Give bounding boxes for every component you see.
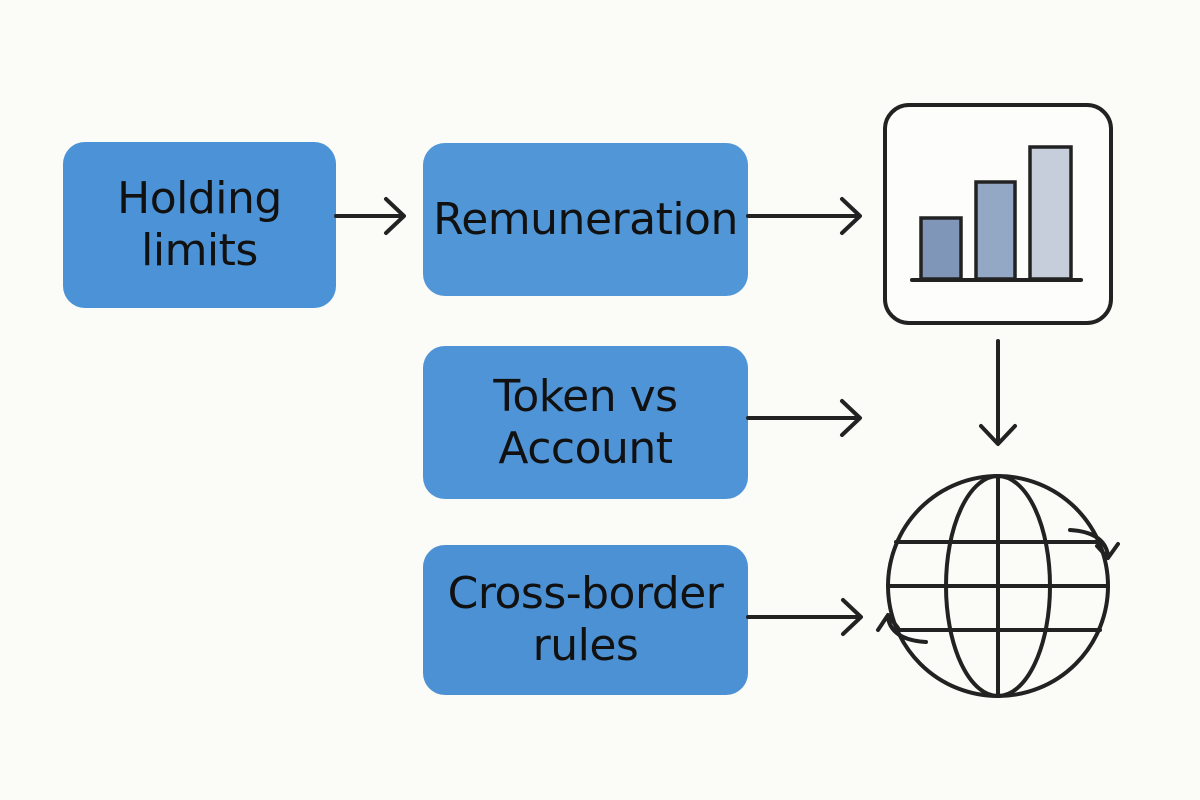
arrow-holding-to-remuneration [334, 197, 406, 235]
node-cross-border-rules: Cross-border rules [423, 545, 748, 695]
node-remuneration-line-1: Remuneration [433, 193, 738, 245]
arrow-chart-to-globe [979, 339, 1017, 446]
bar-chart-bar-1 [919, 216, 963, 281]
node-cross-border-line-1: Cross-border [447, 568, 724, 619]
node-holding-limits-line-1: Holding [117, 173, 282, 224]
bar-chart-bar-3 [1028, 145, 1073, 281]
node-token-line-1: Token vs [493, 370, 678, 422]
arrow-remuneration-to-chart [746, 197, 862, 235]
node-token-line-2: Account [498, 422, 673, 474]
node-holding-limits: Holding limits [63, 142, 336, 308]
node-cross-border-line-2: rules [532, 620, 639, 671]
node-remuneration: Remuneration [423, 143, 748, 296]
arrow-cross-to-globe [746, 598, 863, 636]
globe-icon [876, 474, 1120, 698]
node-token-vs-account: Token vs Account [423, 346, 748, 499]
bar-chart-icon [883, 103, 1113, 325]
bar-chart-bar-2 [974, 180, 1017, 281]
node-holding-limits-line-2: limits [141, 225, 258, 276]
arrow-token-to-globe [746, 399, 862, 437]
